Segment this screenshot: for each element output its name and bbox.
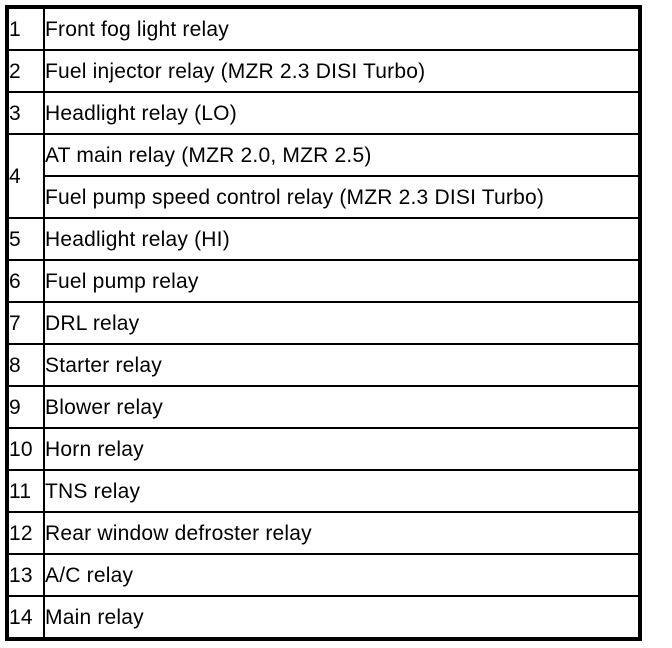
- relay-name: A/C relay: [43, 553, 641, 597]
- relay-name: Front fog light relay: [43, 6, 641, 51]
- row-number: 13: [6, 553, 45, 597]
- relay-name: Fuel injector relay (MZR 2.3 DISI Turbo): [43, 49, 641, 93]
- row-number: 9: [6, 385, 45, 429]
- relay-name: Horn relay: [43, 427, 641, 471]
- relay-name: Fuel pump speed control relay (MZR 2.3 D…: [43, 175, 641, 219]
- row-number: 6: [6, 259, 45, 303]
- relay-name: Blower relay: [43, 385, 641, 429]
- row-number: 14: [6, 595, 45, 640]
- row-number: 12: [6, 511, 45, 555]
- relay-name: TNS relay: [43, 469, 641, 513]
- relay-name: Rear window defroster relay: [43, 511, 641, 555]
- row-number: 8: [6, 343, 45, 387]
- relay-name: Headlight relay (LO): [43, 91, 641, 135]
- relay-name: Main relay: [43, 595, 641, 640]
- row-number: 7: [6, 301, 45, 345]
- relay-name: Headlight relay (HI): [43, 217, 641, 261]
- relay-name: DRL relay: [43, 301, 641, 345]
- row-number: 3: [6, 91, 45, 135]
- relay-name: AT main relay (MZR 2.0, MZR 2.5): [43, 133, 641, 177]
- relay-name: Starter relay: [43, 343, 641, 387]
- row-number: 11: [6, 469, 45, 513]
- row-number: 5: [6, 217, 45, 261]
- row-number: 2: [6, 49, 45, 93]
- row-number: 1: [6, 6, 45, 51]
- relay-name: Fuel pump relay: [43, 259, 641, 303]
- row-number: 4: [6, 133, 45, 219]
- table-row: Fuel pump speed control relay (MZR 2.3 D…: [7, 175, 641, 219]
- row-number: 10: [6, 427, 45, 471]
